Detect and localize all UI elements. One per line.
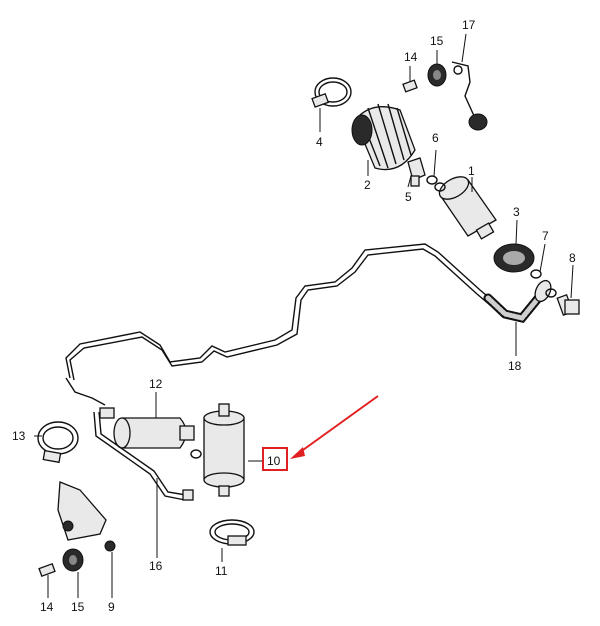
label-4: 4: [316, 135, 323, 149]
highlight-arrow: [295, 395, 379, 456]
label-15-top: 15: [430, 34, 444, 48]
label-2: 2: [364, 178, 371, 192]
washers-7: [530, 269, 557, 298]
label-14-bottom: 14: [40, 600, 54, 614]
rubber-boot-2: [351, 103, 416, 171]
arrow-head-icon: [290, 447, 305, 459]
label-17: 17: [462, 18, 476, 32]
bolt-8: [556, 293, 580, 317]
label-8: 8: [569, 251, 576, 265]
part-labels: 17 15 14 4 6 1 2 5 3 7 8 18 12 13 10 16 …: [12, 18, 576, 614]
pin-14-top: [402, 79, 418, 93]
label-7: 7: [542, 229, 549, 243]
label-5: 5: [405, 190, 412, 204]
label-6: 6: [432, 131, 439, 145]
label-14-top: 14: [404, 50, 418, 64]
label-12: 12: [149, 377, 163, 391]
grommet-15-bottom: [62, 548, 84, 572]
banjo-bolt-5: [407, 157, 426, 187]
label-16: 16: [149, 559, 163, 573]
hose-clamp-4: [311, 77, 352, 108]
highlight-annotation: [262, 395, 379, 471]
label-15-bottom: 15: [71, 600, 85, 614]
leader-lines: [34, 33, 574, 598]
label-1: 1: [468, 164, 475, 178]
label-10: 10: [267, 454, 281, 468]
flex-hose-18: [483, 279, 552, 324]
highlight-box: [262, 447, 288, 471]
grommet-15-top: [427, 63, 447, 87]
damper-3: [493, 243, 535, 273]
fuel-pump-1: [434, 176, 497, 240]
washer-6: [426, 175, 438, 185]
label-18: 18: [508, 359, 522, 373]
label-13: 13: [12, 429, 26, 443]
fuel-filter-10: [203, 403, 245, 497]
fuel-line-pipe: [65, 243, 493, 406]
hose-clamp-11: [209, 519, 255, 546]
fuel-pump-12: [99, 407, 202, 459]
hose-clamp-13: [37, 421, 79, 464]
bracket-9: [57, 481, 116, 552]
label-11: 11: [215, 564, 228, 578]
bracket-17: [451, 61, 488, 131]
fuel-line-16: [93, 411, 194, 501]
label-9: 9: [108, 600, 115, 614]
label-3: 3: [513, 205, 520, 219]
pin-14-bottom: [38, 563, 56, 577]
